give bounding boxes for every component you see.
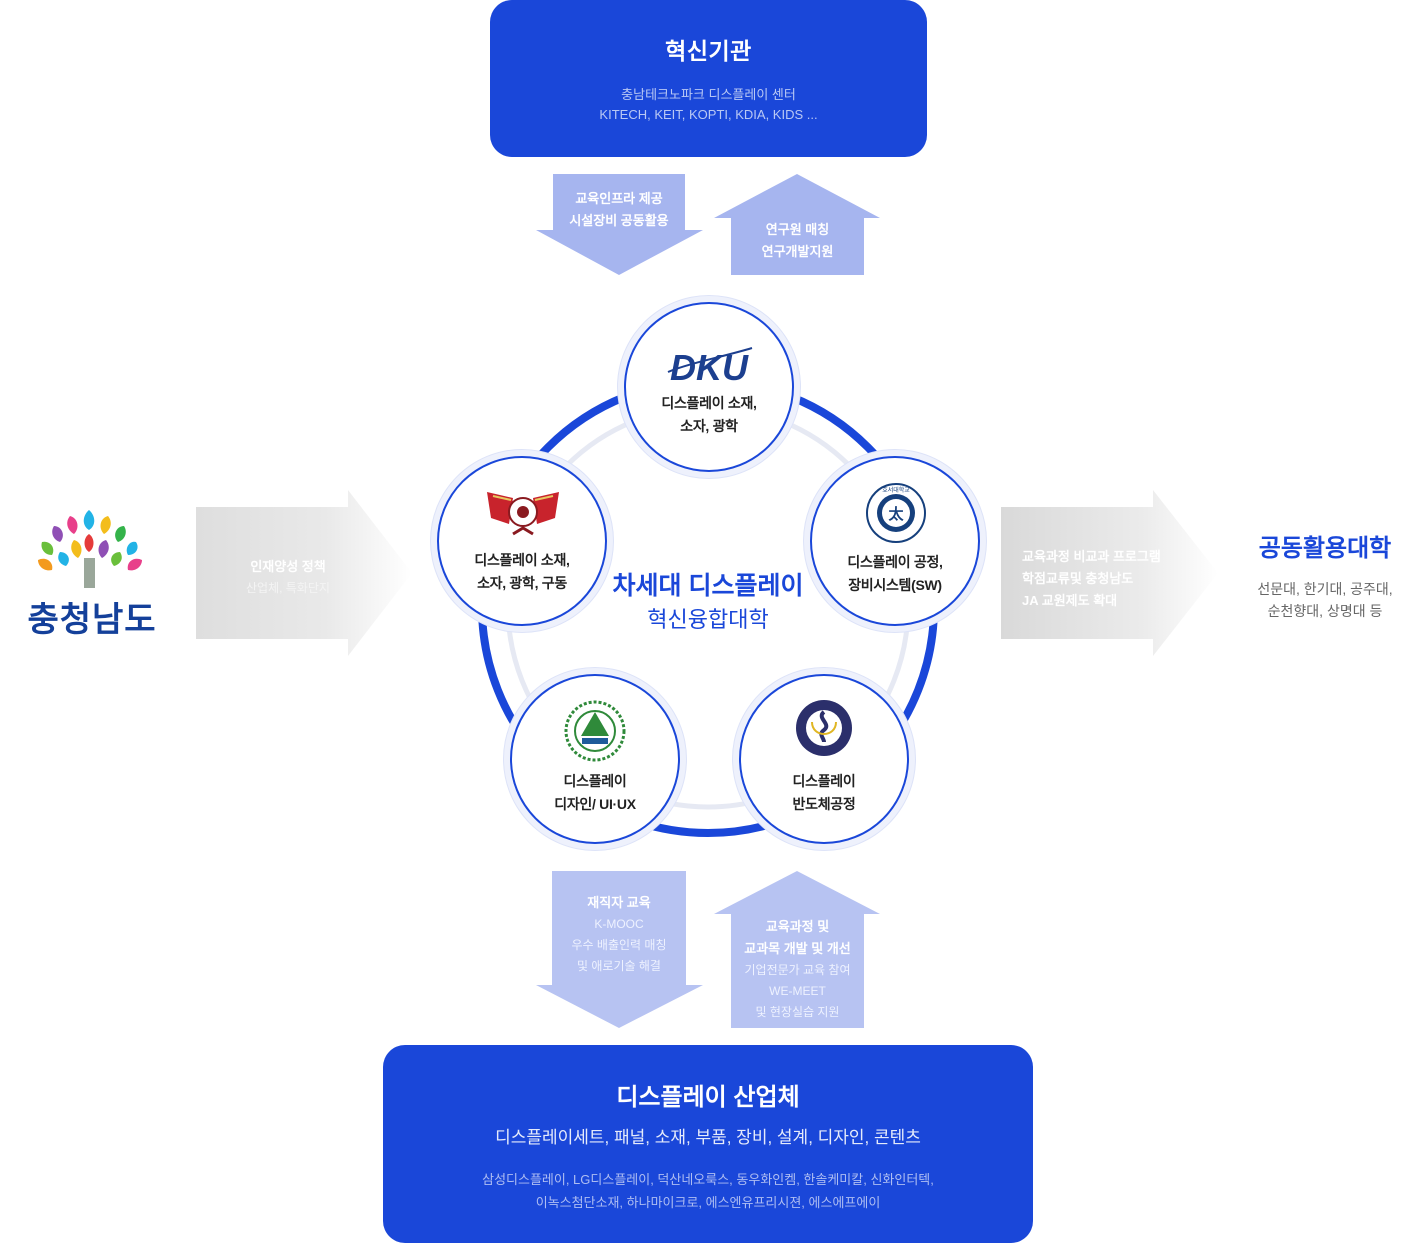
univ-circle-red: 디스플레이 소재, 소자, 광학, 구동	[437, 456, 607, 626]
arrow-left-gray	[196, 490, 412, 656]
circle-green-line1: 디스플레이	[563, 773, 627, 789]
arrow-bottom-down-l3: 및 애로기술 해결	[577, 959, 661, 973]
health-univ-seal-icon	[796, 700, 852, 756]
arrow-left-sub: 산업체, 특화단지	[246, 581, 330, 595]
arrow-bottom-up-text: 교육과정 및 교과목 개발 및 개선 기업전문가 교육 참여 WE-MEET 및…	[731, 916, 864, 1023]
chungnam-name: 충청남도	[27, 601, 157, 639]
red-univ-emblem-icon	[487, 492, 559, 536]
circle-red-line1: 디스플레이 소재,	[474, 552, 570, 568]
industry-main: 디스플레이세트, 패널, 소재, 부품, 장비, 설계, 디자인, 콘텐츠	[495, 1128, 921, 1147]
arrow-bottom-down-l2: 우수 배출인력 매칭	[571, 938, 667, 952]
circle-dku-line2: 소자, 광학	[680, 418, 738, 434]
innovation-institutions-box: 혁신기관 충남테크노파크 디스플레이 센터 KITECH, KEIT, KOPT…	[490, 0, 927, 157]
circle-hoseo-line1: 디스플레이 공정,	[847, 554, 943, 570]
innovation-line1: 충남테크노파크 디스플레이 센터	[621, 87, 796, 102]
industry-title: 디스플레이 산업체	[616, 1084, 800, 1111]
arrow-top-up-line2: 연구개발지원	[761, 244, 834, 259]
arrow-right-gray	[1001, 490, 1218, 656]
univ-circle-health: 디스플레이 반도체공정	[739, 674, 909, 844]
arrow-top-down-line1: 교육인프라 제공	[575, 191, 663, 206]
circle-green-line2: 디자인/ UI·UX	[554, 796, 636, 812]
arrow-right-line3: JA 교원제도 확대	[1022, 593, 1118, 608]
arrow-bottom-up-l1: 기업전문가 교육 참여	[744, 963, 851, 977]
arrow-top-down-text: 교육인프라 제공 시설장비 공동활용	[553, 188, 685, 232]
hoseo-seal-icon: 太 호서대학교	[866, 483, 926, 543]
arrow-top-up-line1: 연구원 매칭	[765, 222, 830, 237]
svg-text:太: 太	[888, 505, 904, 523]
circle-hoseo-line2: 장비시스템(SW)	[848, 577, 942, 593]
industry-line1: 삼성디스플레이, LG디스플레이, 덕산네오룩스, 동우화인켐, 한솔케미칼, …	[482, 1172, 934, 1187]
arrow-bottom-up-l3: 및 현장실습 지원	[755, 1005, 840, 1019]
arrow-top-up-text: 연구원 매칭 연구개발지원	[731, 219, 864, 263]
circle-health-line1: 디스플레이	[792, 773, 856, 789]
arrow-bottom-up-title1: 교육과정 및	[765, 919, 830, 934]
dku-logo-icon: DKU	[667, 347, 753, 386]
univ-circle-dku: DKU 디스플레이 소재, 소자, 광학	[624, 302, 794, 472]
arrow-bottom-down-l1: K-MOOC	[594, 917, 644, 931]
univ-circle-green: 디스플레이 디자인/ UI·UX	[510, 674, 680, 844]
chungnam-tree-logo-icon	[38, 510, 142, 588]
center-subtitle: 혁신융합대학	[647, 607, 769, 632]
shared-universities-title: 공동활용대학	[1258, 535, 1392, 562]
arrow-left-text: 인재양성 정책 산업체, 특화단지	[226, 556, 350, 596]
arrow-right-line1: 교육과정 비교과 프로그램	[1022, 549, 1161, 564]
univ-circle-hoseo: 太 호서대학교 디스플레이 공정, 장비시스템(SW)	[810, 456, 980, 626]
arrow-top-down	[536, 174, 703, 275]
circle-health-line2: 반도체공정	[792, 796, 856, 812]
industry-line2: 이녹스첨단소재, 하나마이크로, 에스엔유프리시젼, 에스에프에이	[535, 1195, 881, 1210]
arrow-bottom-up-title2: 교과목 개발 및 개선	[744, 941, 851, 956]
arrow-left-title: 인재양성 정책	[250, 559, 326, 574]
hoseo-logo-text: 호서대학교	[882, 486, 910, 494]
arrow-right-line2: 학점교류및 충청남도	[1022, 571, 1134, 586]
arrow-bottom-up-l2: WE-MEET	[769, 984, 826, 998]
arrow-bottom-down	[536, 871, 703, 1028]
arrow-top-down-line2: 시설장비 공동활용	[569, 213, 669, 228]
shared-universities-line2: 순천향대, 상명대 등	[1267, 603, 1383, 619]
innovation-line2: KITECH, KEIT, KOPTI, KDIA, KIDS ...	[599, 107, 818, 122]
arrow-bottom-up	[714, 871, 880, 1028]
innovation-title: 혁신기관	[665, 38, 752, 64]
circle-dku-line1: 디스플레이 소재,	[661, 395, 757, 411]
arrow-right-text: 교육과정 비교과 프로그램 학점교류및 충청남도 JA 교원제도 확대	[1022, 546, 1192, 612]
arrow-bottom-down-text: 재직자 교육 K-MOOC 우수 배출인력 매칭 및 애로기술 해결	[552, 892, 686, 977]
arrow-top-up	[714, 174, 880, 275]
display-industry-box: 디스플레이 산업체 디스플레이세트, 패널, 소재, 부품, 장비, 설계, 디…	[383, 1045, 1033, 1243]
circle-red-line2: 소자, 광학, 구동	[477, 575, 567, 591]
center-title: 차세대 디스플레이	[612, 572, 804, 600]
green-univ-seal-icon	[564, 700, 626, 762]
arrow-bottom-down-title: 재직자 교육	[587, 895, 651, 910]
shared-universities-list: 선문대, 한기대, 공주대, 순천향대, 상명대 등	[1240, 578, 1410, 622]
shared-universities-line1: 선문대, 한기대, 공주대,	[1257, 581, 1393, 597]
